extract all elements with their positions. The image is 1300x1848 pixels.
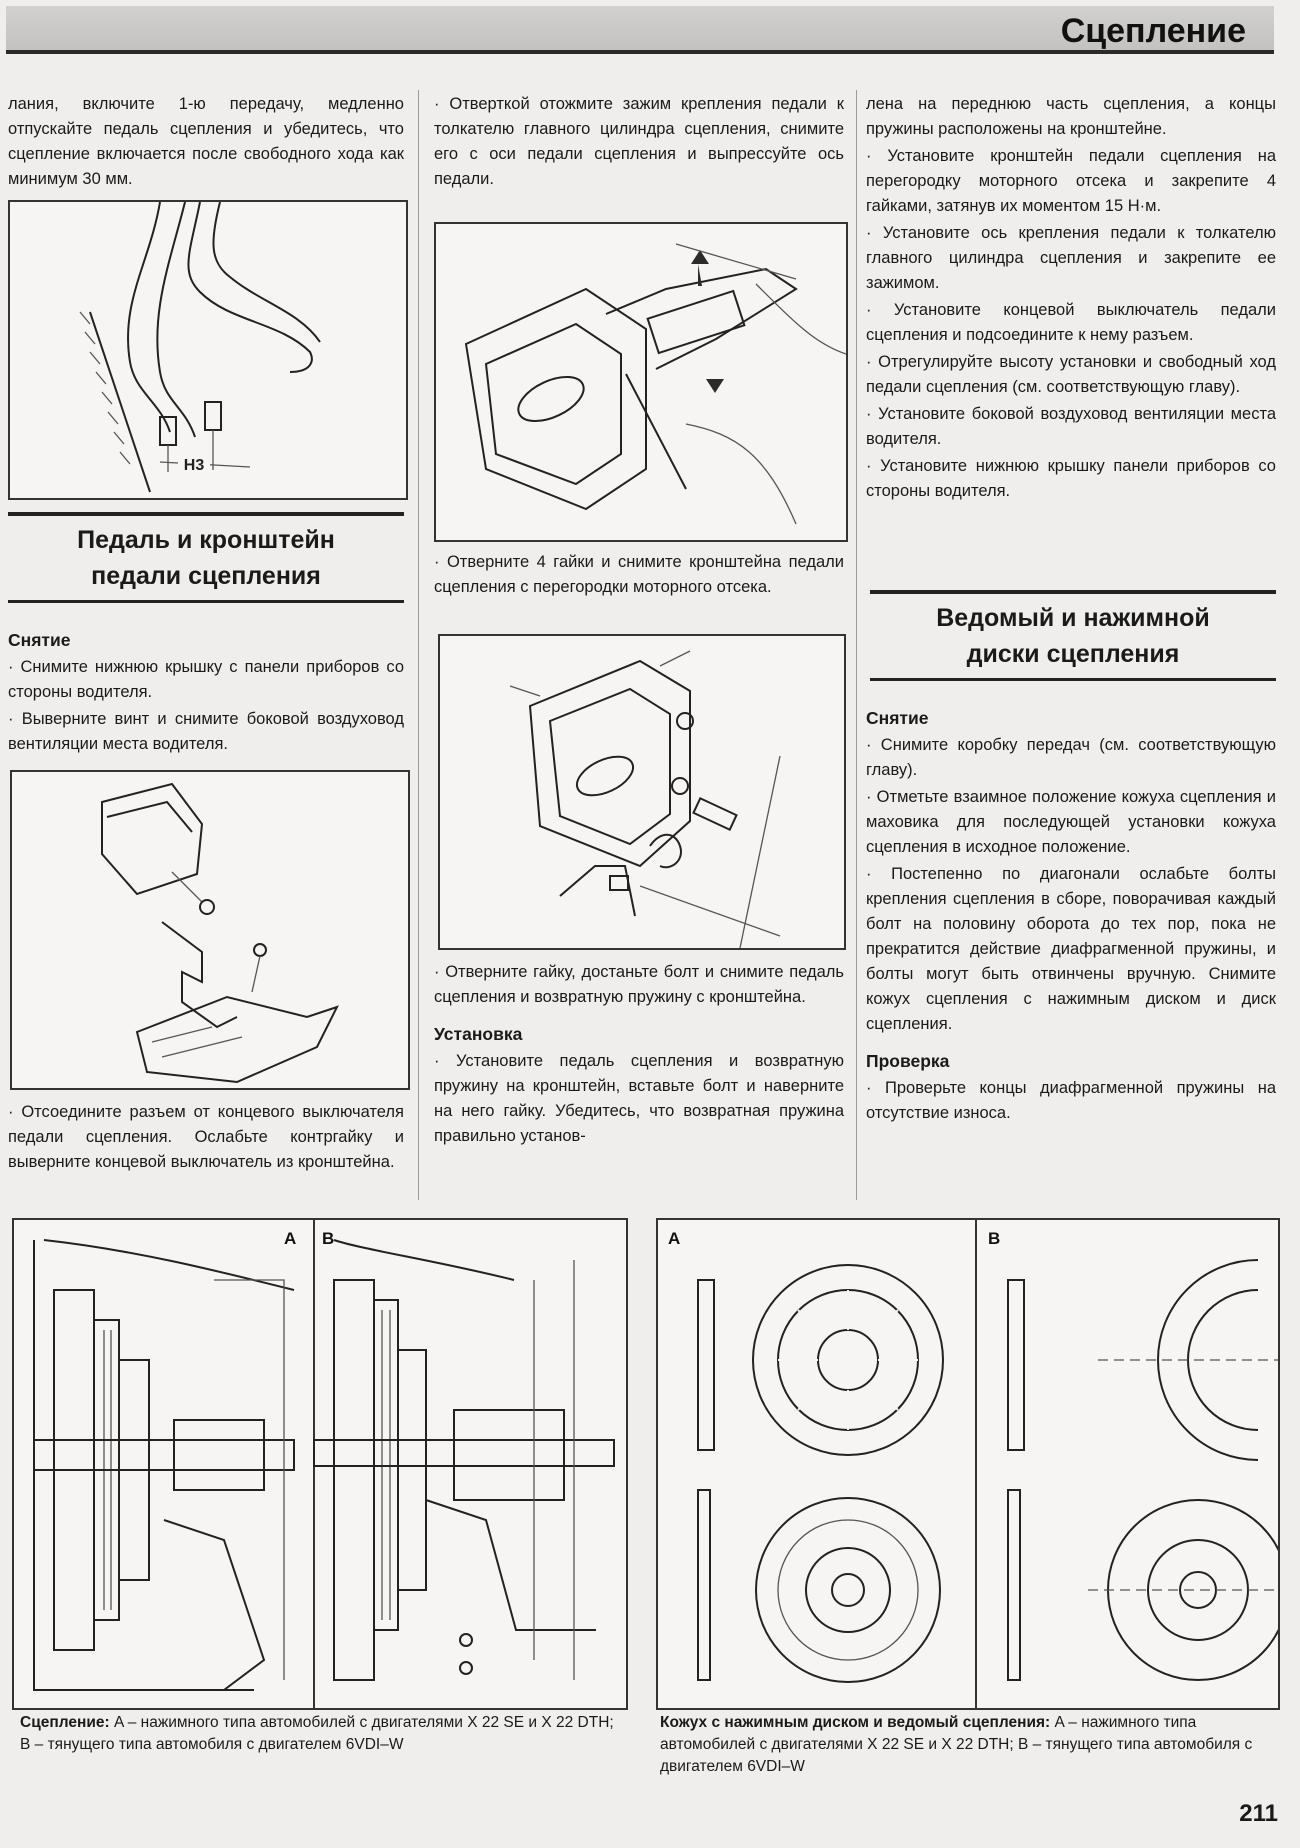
air-duct-drawing <box>101 782 339 1084</box>
pressure-plate-figure: A B <box>656 1218 1280 1710</box>
column-divider <box>418 90 419 1200</box>
subheading-check: Проверка <box>866 1051 950 1071</box>
column-1-bottom: · Отсоедините разъем от концевого выключ… <box>8 1100 404 1177</box>
right-figure-caption: Кожух с нажимным диском и ведомый сцепле… <box>660 1712 1274 1778</box>
column-1-middle: Снятие · Снимите нижнюю крышку с панели … <box>8 628 404 759</box>
bullet-item: · Установите боковой воздуховод вентиляц… <box>866 405 1276 448</box>
pedal-axis-figure <box>434 222 848 542</box>
pressure-plate-drawing: A B <box>668 1220 1278 1708</box>
column-2-top: · Отверткой отожмите зажим крепления пед… <box>434 92 844 194</box>
pedal-axis-drawing <box>464 243 846 525</box>
clutch-assembly-drawing: A B <box>33 1220 615 1708</box>
bullet-item: · Отсоедините разъем от концевого выключ… <box>8 1103 404 1171</box>
bullet-item: · Установите кронштейн педали сцепления … <box>866 147 1276 215</box>
figure-label-a: A <box>284 1229 296 1248</box>
bullet-item: · Установите педаль сцепления и возвратн… <box>434 1052 844 1145</box>
pedal-free-play-figure: H3 <box>8 200 408 500</box>
subheading-removal: Снятие <box>8 630 71 650</box>
section-heading-line: педали сцепления <box>91 562 321 590</box>
air-duct-figure <box>10 770 410 1090</box>
caption-text: A – нажимного типа автомобилей с двигате… <box>20 1714 614 1753</box>
pedal-drawing: H3 <box>79 202 321 493</box>
column-2-bottom: · Отверните гайку, достаньте болт и сним… <box>434 960 844 1151</box>
column-3-bottom: Снятие · Снимите коробку передач (см. со… <box>866 706 1276 1128</box>
column-2-middle: · Отверните 4 гайки и снимите кронштейна… <box>434 550 844 602</box>
figure-label-b: B <box>988 1229 1000 1248</box>
clutch-assembly-figure: A B <box>12 1218 628 1710</box>
bullet-item: · Проверьте концы диафрагменной пружины … <box>866 1079 1276 1122</box>
bullet-item: · Постепенно по диагонали ослабьте болты… <box>866 865 1276 1033</box>
figure-label-a: A <box>668 1229 680 1248</box>
section-heading-line: Ведомый и нажимной <box>936 604 1210 632</box>
caption-bold: Сцепление: <box>20 1714 110 1731</box>
column-1-top: лания, включите 1-ю передачу, медленно о… <box>8 92 404 194</box>
page-title: Сцепление <box>1060 12 1246 50</box>
paragraph: лания, включите 1-ю передачу, медленно о… <box>8 95 404 188</box>
left-figure-caption: Сцепление: A – нажимного типа автомобиле… <box>20 1712 626 1756</box>
bullet-item: · Отверните 4 гайки и снимите кронштейна… <box>434 553 844 596</box>
bullet-item: · Отметьте взаимное положение кожуха сце… <box>866 788 1276 856</box>
bullet-item: · Отрегулируйте высоту установки и свобо… <box>866 353 1276 396</box>
pedal-bracket-figure <box>438 634 846 950</box>
bullet-item: · Отверткой отожмите зажим крепления пед… <box>434 95 844 188</box>
bullet-item: · Выверните винт и снимите боковой возду… <box>8 710 404 753</box>
page-header: Сцепление <box>6 6 1274 54</box>
bullet-item: · Установите ось крепления педали к толк… <box>866 224 1276 292</box>
subheading-install: Установка <box>434 1024 523 1044</box>
column-3-top: лена на переднюю часть сцепления, а конц… <box>866 92 1276 506</box>
paragraph: лена на переднюю часть сцепления, а конц… <box>866 95 1276 138</box>
figure-label: H3 <box>184 457 205 474</box>
section-heading-pedal: Педаль и кронштейн педали сцепления <box>8 512 404 603</box>
column-divider <box>856 90 857 1200</box>
bullet-item: · Установите нижнюю крышку панели прибор… <box>866 457 1276 500</box>
bullet-item: · Отверните гайку, достаньте болт и сним… <box>434 963 844 1006</box>
caption-bold: Кожух с нажимным диском и ведомый сцепле… <box>660 1714 1051 1731</box>
bullet-item: · Снимите коробку передач (см. соответст… <box>866 736 1276 779</box>
section-heading-discs: Ведомый и нажимной диски сцепления <box>870 590 1276 681</box>
pedal-bracket-drawing <box>509 650 781 948</box>
section-heading-line: Педаль и кронштейн <box>77 526 335 554</box>
caption-text: A – нажимного типа автомобилей с двигате… <box>660 1714 1253 1775</box>
figure-label-b: B <box>322 1229 334 1248</box>
subheading-removal: Снятие <box>866 708 929 728</box>
section-heading-line: диски сцепления <box>966 640 1180 668</box>
page-number: 211 <box>1239 1800 1278 1827</box>
bullet-item: · Снимите нижнюю крышку с панели приборо… <box>8 658 404 701</box>
bullet-item: · Установите концевой выключатель педали… <box>866 301 1276 344</box>
